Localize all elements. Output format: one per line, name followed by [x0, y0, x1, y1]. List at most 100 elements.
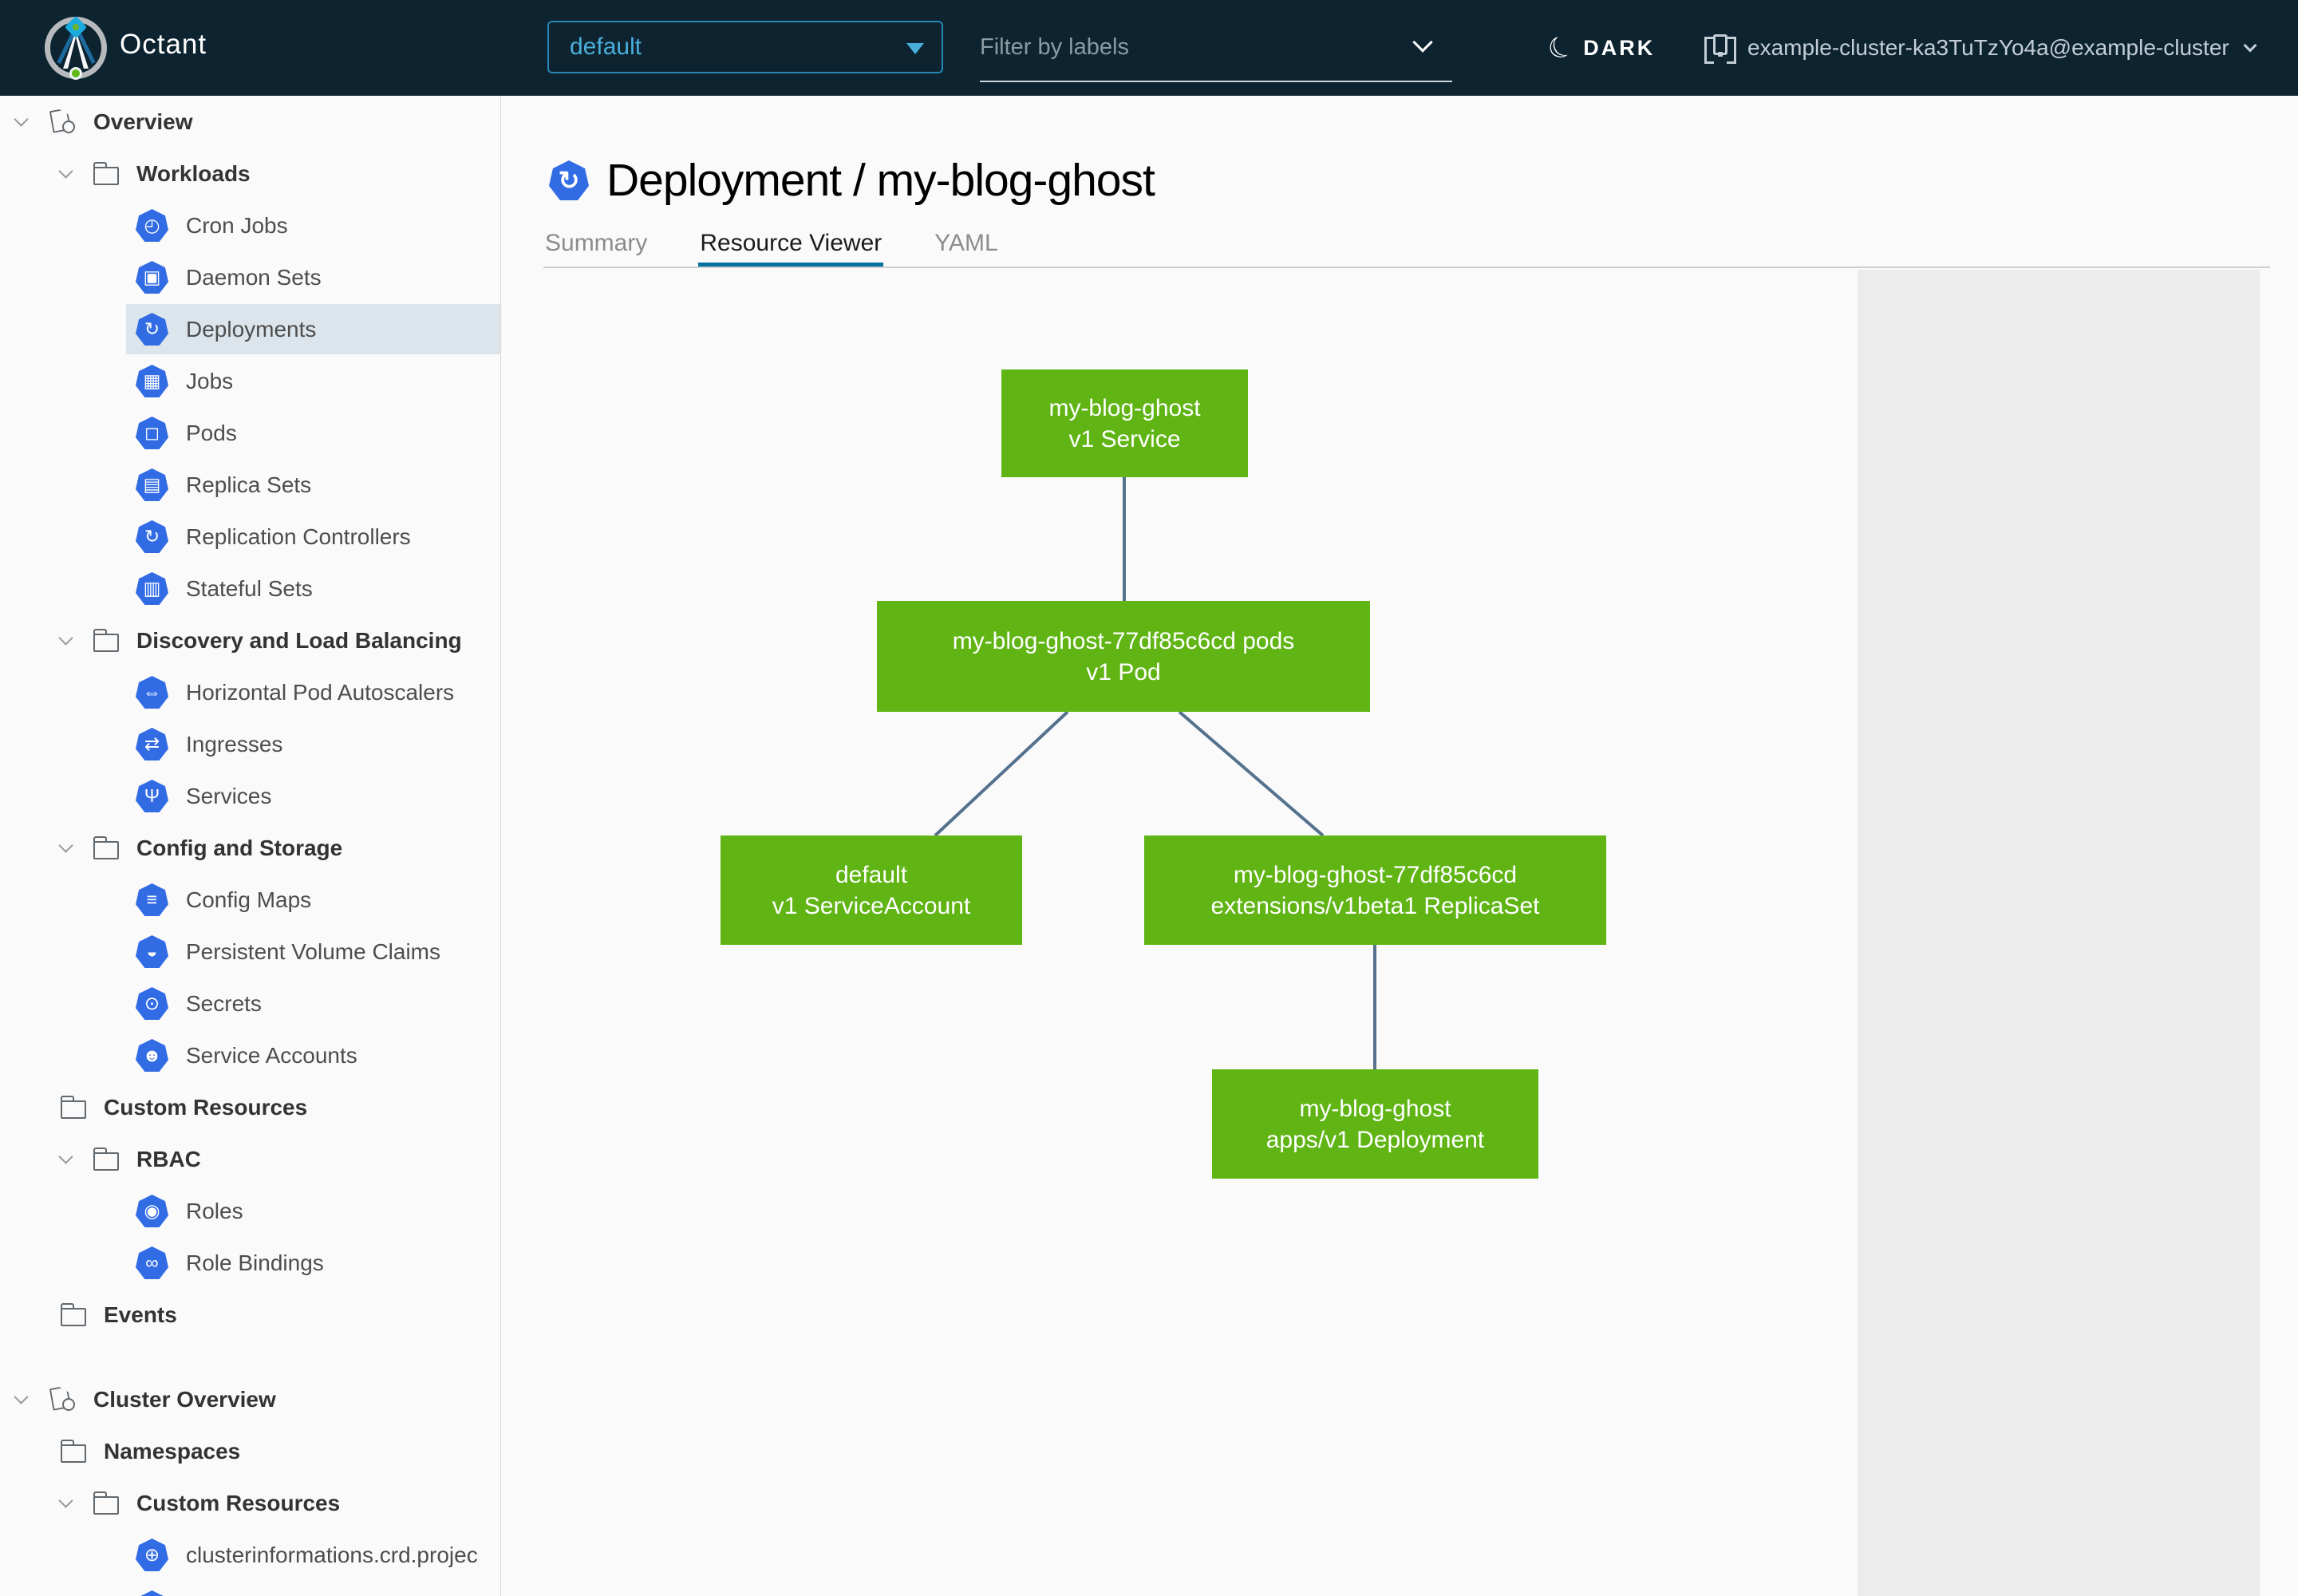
sidebar-item-label: Pods	[186, 420, 237, 445]
folder-icon	[93, 836, 119, 859]
sidebar-item-deployments[interactable]: ↻Deployments	[0, 303, 500, 355]
tab-summary[interactable]: Summary	[545, 230, 648, 256]
sidebar-item-label: Custom Resources	[104, 1094, 308, 1120]
sidebar-item-secrets[interactable]: ⊙ Secrets	[0, 978, 500, 1029]
applications-icon	[49, 109, 76, 136]
sidebar-item-clusterinformations-crd-projec[interactable]: ⊕clusterinformations.crd.projec	[0, 1529, 500, 1581]
sidebar-item-label: Stateful Sets	[186, 575, 313, 601]
sidebar-item-cron-jobs[interactable]: ◴Cron Jobs	[0, 200, 500, 251]
folder-icon	[93, 161, 119, 185]
sidebar-item-label: Cluster Overview	[93, 1386, 276, 1412]
sidebar-item-label: Daemon Sets	[186, 264, 322, 290]
sidebar-item-label: csidrivers.csi.storage.k8s.io	[186, 1594, 459, 1596]
sidebar-item-label: Replica Sets	[186, 472, 312, 497]
sidebar-item-workloads[interactable]: Workloads	[0, 148, 500, 200]
sidebar-item-label: Namespaces	[104, 1438, 241, 1464]
chevron-down-icon[interactable]	[58, 164, 73, 179]
chevron-down-icon[interactable]	[58, 1493, 73, 1508]
sidebar-item-overview[interactable]: Overview	[0, 96, 500, 148]
chevron-down-icon[interactable]	[14, 112, 29, 127]
chevron-down-icon[interactable]	[58, 630, 73, 646]
config-maps-icon: ≡	[136, 883, 168, 916]
sidebar-item-label: Overview	[93, 109, 193, 134]
sidebar-item-label: Workloads	[136, 160, 251, 186]
namespace-select[interactable]: default	[547, 21, 943, 73]
sidebar-item-label: Persistent Volume Claims	[186, 938, 441, 964]
sidebar-item-label: Horizontal Pod Autoscalers	[186, 679, 455, 705]
sidebar-item-label: Ingresses	[186, 731, 283, 757]
sidebar-item-discovery-and-load-balancing[interactable]: Discovery and Load Balancing	[0, 614, 500, 666]
tab-yaml[interactable]: YAML	[934, 230, 998, 256]
sidebar-item-label: Secrets	[186, 990, 262, 1016]
chevron-down-icon[interactable]	[58, 1149, 73, 1164]
sidebar-item-cluster-overview[interactable]: Cluster Overview	[0, 1373, 500, 1425]
sidebar-item-replica-sets[interactable]: ▤Replica Sets	[0, 459, 500, 511]
sidebar-item-rbac[interactable]: RBAC	[0, 1133, 500, 1185]
graph-node-label: my-blog-ghost-77df85c6cd pods	[952, 627, 1295, 654]
tab-divider	[543, 267, 2270, 268]
secrets-icon: ⊙	[136, 987, 168, 1020]
roles-icon: ◉	[136, 1195, 168, 1227]
graph-node-label: apps/v1 Deployment	[1265, 1126, 1485, 1153]
sidebar-item-label: Events	[104, 1302, 177, 1327]
sidebar-item-ingresses[interactable]: ⇄Ingresses	[0, 718, 500, 770]
sidebar-item-horizontal-pod-autoscalers[interactable]: ⇔Horizontal Pod Autoscalers	[0, 666, 500, 718]
sidebar-item-label: Replication Controllers	[186, 523, 411, 549]
input-underline	[980, 81, 1452, 82]
folder-icon	[60, 1095, 86, 1119]
sidebar-item-replication-controllers[interactable]: ↻ Replication Controllers	[0, 511, 500, 563]
sidebar-item-daemon-sets[interactable]: ▣Daemon Sets	[0, 251, 500, 303]
chevron-down-icon[interactable]	[1412, 32, 1433, 53]
folder-icon	[93, 1491, 119, 1515]
sidebar-item-jobs[interactable]: ▦Jobs	[0, 355, 500, 407]
sidebar-item-label: Role Bindings	[186, 1250, 324, 1275]
graph-edge-pod-service-account	[934, 710, 1069, 837]
sidebar-item-label: Roles	[186, 1198, 243, 1223]
cluster-selector[interactable]: example-cluster-ka3TuTzYo4a@example-clus…	[1704, 0, 2257, 96]
page-title: Deployment / my-blog-ghost	[606, 155, 1155, 206]
sidebar-item-label: RBAC	[136, 1146, 201, 1171]
graph-node-label: my-blog-ghost-77df85c6cd	[1233, 861, 1518, 888]
sidebar-item-role-bindings[interactable]: ∞Role Bindings	[0, 1237, 500, 1289]
label-filter-input[interactable]: Filter by labels	[980, 34, 1129, 60]
tab-resource-viewer[interactable]: Resource Viewer	[698, 230, 884, 268]
octant-logo-icon	[45, 15, 107, 80]
sidebar-item-custom-resources[interactable]: Custom Resources	[0, 1081, 500, 1133]
sidebar-item-events[interactable]: Events	[0, 1289, 500, 1341]
sidebar-item-csidrivers-csi-storage-k8s-io[interactable]: ⊕csidrivers.csi.storage.k8s.io	[0, 1581, 500, 1596]
graph-node-pod[interactable]: my-blog-ghost-77df85c6cd pods v1 Pod	[877, 601, 1370, 712]
sidebar-item-pods[interactable]: ◻Pods	[0, 407, 500, 459]
folder-icon	[93, 628, 119, 652]
sidebar-item-config-maps[interactable]: ≡Config Maps	[0, 874, 500, 926]
sidebar-item-stateful-sets[interactable]: ▥ Stateful Sets	[0, 563, 500, 614]
replication-controllers-icon: ↻	[136, 520, 168, 553]
sidebar-item-label: Config and Storage	[136, 835, 343, 860]
sidebar-item-persistent-volume-claims[interactable]: ◒ Persistent Volume Claims	[0, 926, 500, 978]
sidebar-item-label: Cron Jobs	[186, 212, 288, 238]
sidebar-item-custom-resources[interactable]: Custom Resources	[0, 1477, 500, 1529]
dark-mode-toggle[interactable]: ☾ DARK	[1542, 0, 1655, 96]
sidebar-item-roles[interactable]: ◉ Roles	[0, 1185, 500, 1237]
namespace-select-value: default	[570, 34, 642, 60]
sidebar-item-config-and-storage[interactable]: Config and Storage	[0, 822, 500, 874]
folder-icon	[93, 1147, 119, 1171]
chevron-down-icon	[2243, 38, 2257, 53]
sidebar-item-namespaces[interactable]: Namespaces	[0, 1425, 500, 1477]
sidebar-item-service-accounts[interactable]: ☻Service Accounts	[0, 1029, 500, 1081]
chevron-down-icon[interactable]	[58, 838, 73, 853]
persistent-volume-claims-icon: ◒	[136, 935, 168, 968]
sidebar-item-label: Deployments	[186, 316, 317, 342]
stateful-sets-icon: ▥	[136, 572, 168, 605]
folder-icon	[60, 1439, 86, 1463]
sidebar-item-label: Service Accounts	[186, 1042, 357, 1068]
chevron-down-icon[interactable]	[14, 1389, 29, 1404]
sidebar-item-label: clusterinformations.crd.projec	[186, 1542, 478, 1567]
graph-node-label: v1 Pod	[1086, 658, 1161, 685]
